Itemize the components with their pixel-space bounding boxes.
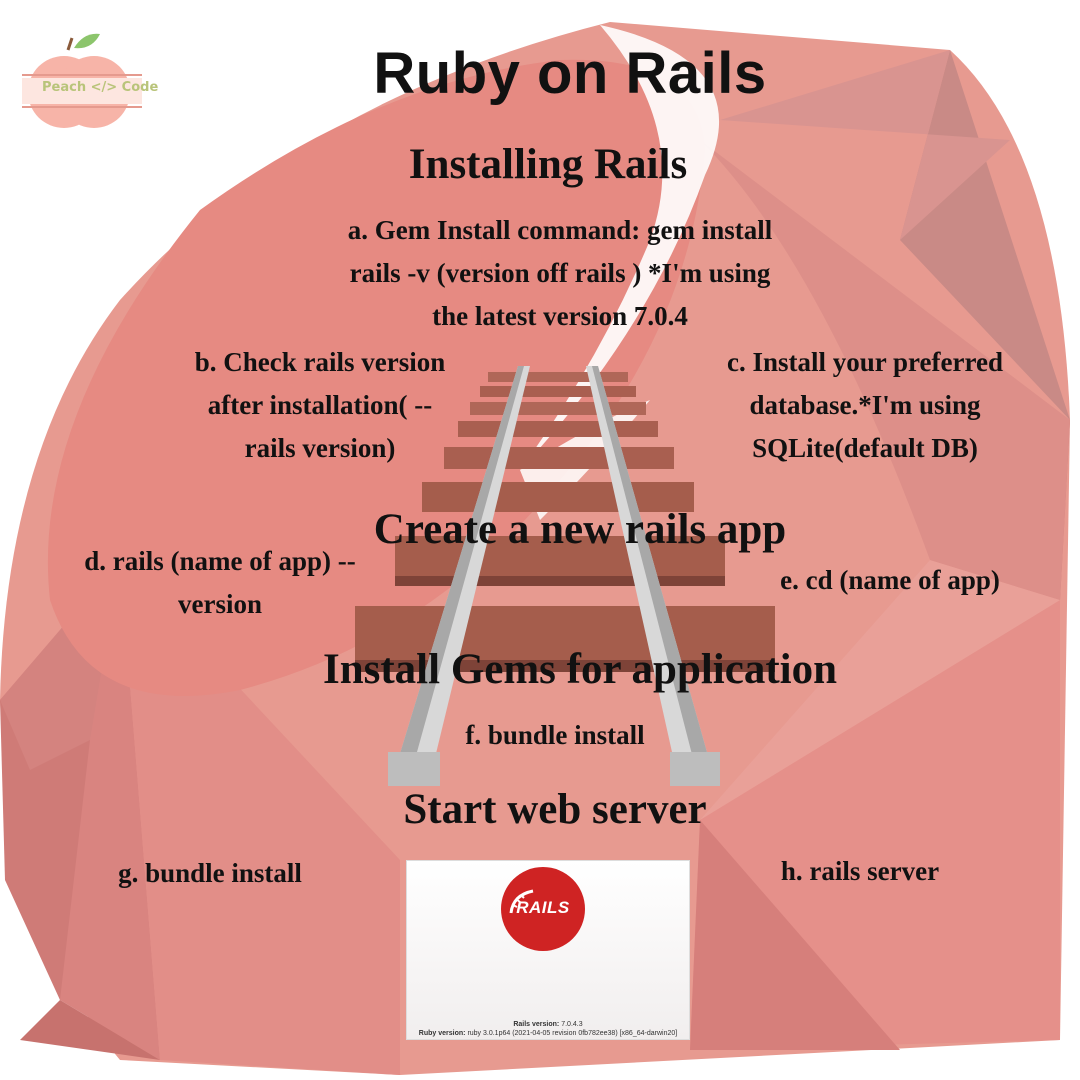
step-b: b. Check rails version after installatio… bbox=[160, 341, 480, 470]
step-f: f. bundle install bbox=[465, 720, 645, 750]
rails-version-label: Rails version: bbox=[513, 1021, 560, 1028]
step-c-line-3: SQLite(default DB) bbox=[752, 433, 978, 463]
step-h: h. rails server bbox=[780, 856, 940, 886]
gem-facet bbox=[700, 560, 1060, 820]
rails-version-value: 7.0.4.3 bbox=[561, 1021, 583, 1028]
step-e: e. cd (name of app) bbox=[780, 565, 1000, 595]
step-g: g. bundle install bbox=[118, 858, 302, 888]
step-c: c. Install your preferred database.*I'm … bbox=[690, 341, 1040, 470]
railroad-rails bbox=[388, 366, 720, 786]
gem-white-stripe bbox=[520, 25, 720, 470]
section-installing-rails: Installing Rails bbox=[408, 141, 688, 188]
rails-welcome-screenshot: RAILS Rails version: 7.0.4.3 Ruby versio… bbox=[406, 860, 690, 1040]
step-a: a. Gem Install command: gem install rail… bbox=[300, 209, 820, 338]
gem-upper-lobe bbox=[47, 59, 706, 696]
step-c-line-1: c. Install your preferred bbox=[727, 347, 1003, 377]
step-c-line-2: database.*I'm using bbox=[749, 390, 981, 420]
gem-facet bbox=[700, 140, 1070, 600]
step-d-line-2: version bbox=[178, 589, 262, 619]
rails-logo-text: RAILS bbox=[516, 898, 570, 917]
step-b-line-1: b. Check rails version bbox=[194, 347, 446, 377]
ruby-version-line: Ruby version: ruby 3.0.1p64 (2021-04-05 … bbox=[407, 1030, 689, 1037]
step-a-line-1: a. Gem Install command: gem install bbox=[347, 215, 773, 245]
peach-icon bbox=[22, 33, 142, 128]
gem-facet bbox=[0, 700, 90, 1000]
step-a-line-3: the latest version 7.0.4 bbox=[432, 301, 688, 331]
ruby-version-label: Ruby version: bbox=[418, 1030, 466, 1037]
gem-facet bbox=[690, 820, 900, 1050]
step-d: d. rails (name of app) -- version bbox=[50, 540, 390, 626]
step-a-line-2: rails -v (version off rails ) *I'm using bbox=[349, 258, 771, 288]
page-title: Ruby on Rails bbox=[373, 41, 767, 106]
rails-arc-icon bbox=[509, 889, 534, 914]
step-d-line-1: d. rails (name of app) -- bbox=[84, 546, 356, 576]
logo-text: Peach </> Code bbox=[42, 80, 159, 95]
gem-facet bbox=[20, 1000, 160, 1060]
step-b-line-3: rails version) bbox=[244, 433, 396, 463]
section-install-gems: Install Gems for application bbox=[322, 646, 838, 693]
peach-code-logo: Peach </> Code bbox=[22, 30, 159, 130]
section-start-server: Start web server bbox=[403, 786, 707, 833]
gem-facet bbox=[720, 50, 1010, 240]
rails-logo-badge: RAILS bbox=[501, 867, 585, 951]
ruby-version-value: ruby 3.0.1p64 (2021-04-05 revision 0fb78… bbox=[467, 1030, 678, 1037]
rails-version-line: Rails version: 7.0.4.3 bbox=[407, 1021, 689, 1028]
section-create-app: Create a new rails app bbox=[373, 506, 787, 553]
step-b-line-2: after installation( -- bbox=[207, 390, 433, 420]
